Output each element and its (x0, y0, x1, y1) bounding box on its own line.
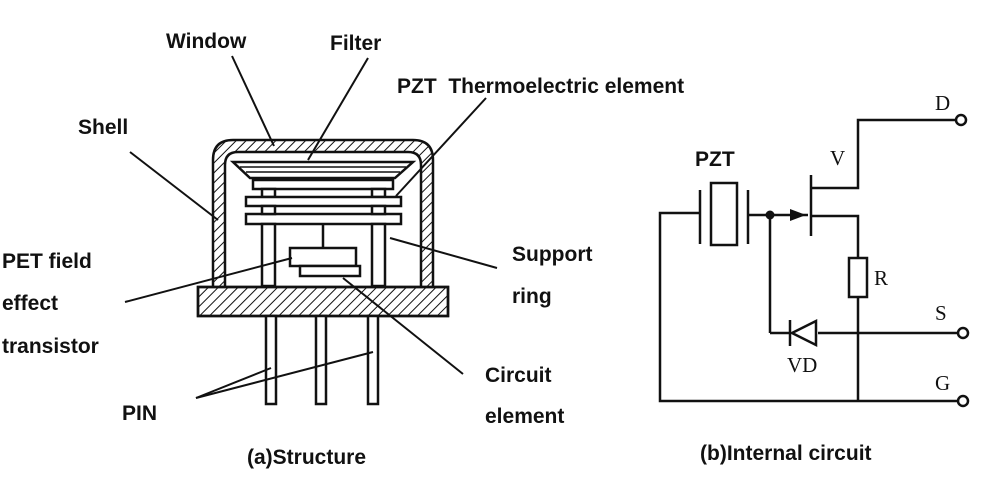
pzt-symbol (698, 181, 750, 247)
label-circuit-line2: element (485, 405, 564, 428)
label-filter: Filter (330, 32, 381, 55)
label-v: V (830, 146, 845, 170)
gate-junction-dot (765, 210, 775, 220)
resistor-r-symbol (847, 256, 869, 299)
base-plate (196, 285, 450, 318)
support-ring-right (370, 222, 387, 288)
diode-vd-symbol (788, 318, 818, 348)
caption-structure: (a)Structure (247, 446, 366, 469)
label-pet-line1: PET field (2, 250, 92, 273)
caption-internal-circuit: (b)Internal circuit (700, 442, 872, 465)
terminal-d (954, 113, 968, 127)
label-pet-line3: transistor (2, 335, 99, 358)
label-support-line1: Support (512, 243, 592, 266)
label-shell: Shell (78, 116, 128, 139)
label-pin: PIN (122, 402, 157, 425)
pzt-plate (244, 195, 403, 208)
support-ring-left (260, 222, 277, 288)
label-r: R (874, 266, 888, 290)
label-pet-line2: effect (2, 292, 58, 315)
label-s: S (935, 301, 947, 325)
pin-middle (314, 314, 328, 406)
label-g: G (935, 371, 950, 395)
label-circuit-line1: Circuit (485, 364, 552, 387)
support-plate (244, 212, 403, 226)
filter-plate (251, 178, 395, 191)
fet-box (288, 246, 358, 268)
label-vd: VD (787, 353, 817, 377)
label-window: Window (166, 30, 247, 53)
pin-left (264, 314, 278, 406)
structure-leader-lines (124, 55, 498, 399)
terminal-g (956, 394, 970, 408)
label-d: D (935, 91, 950, 115)
window-element (229, 160, 417, 180)
transistor-v-symbol (790, 175, 813, 236)
label-pzt: PZT (695, 148, 735, 171)
structure-drawing (196, 138, 450, 406)
circuit-element-box (298, 264, 362, 278)
label-support-line2: ring (512, 285, 552, 308)
pin-right (366, 314, 380, 406)
circuit-wires (658, 118, 960, 403)
terminal-s (956, 326, 970, 340)
label-pzt-thermoelectric-element: PZT Thermoelectric element (397, 75, 684, 98)
